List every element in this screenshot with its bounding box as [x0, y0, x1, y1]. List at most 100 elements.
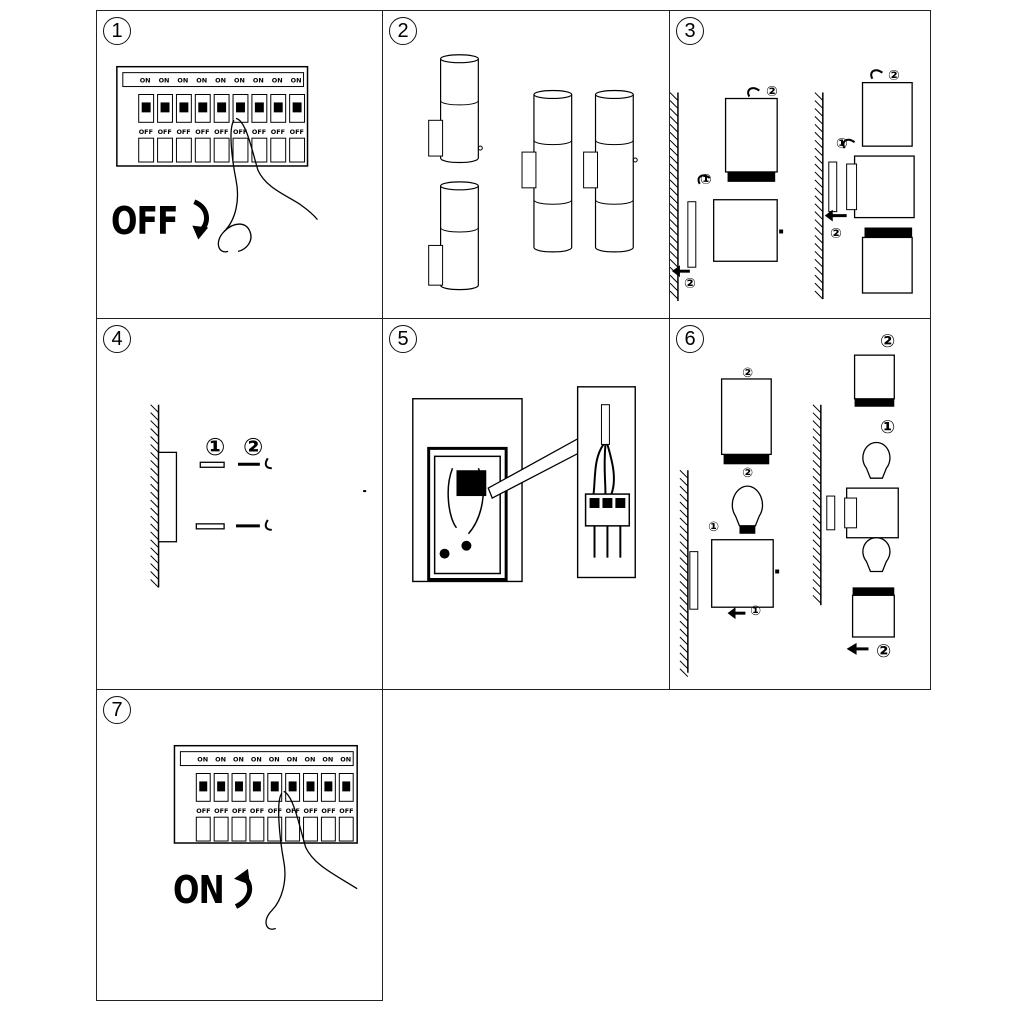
wall-hatch: [812, 483, 822, 493]
breaker-base: [320, 816, 336, 842]
breaker-toggle: [141, 102, 151, 113]
wall-hatch: [679, 517, 689, 527]
breaker-on-label: ON: [305, 756, 316, 764]
wall-hatch: [150, 491, 159, 501]
breaker-on-label: ON: [253, 77, 264, 85]
callout-two: ②: [830, 225, 842, 241]
wall-hatch: [812, 404, 822, 414]
breaker-on-label: ON: [234, 77, 245, 85]
breaker-on-label: ON: [196, 77, 207, 85]
wall-hatch: [150, 444, 159, 453]
breaker-off-label: OFF: [286, 807, 300, 815]
wall-hatch: [814, 92, 824, 101]
breaker-toggle: [270, 781, 279, 792]
callout-one: ①: [205, 434, 226, 461]
wall-hatch: [812, 491, 822, 501]
breaker-base: [249, 816, 265, 842]
wall-hatch: [670, 219, 679, 228]
breaker-on-label: ON: [287, 756, 298, 764]
hand-icon: [265, 790, 358, 930]
breaker-base: [285, 816, 301, 842]
wall-hatch: [814, 100, 824, 109]
wall-hatch: [150, 499, 159, 509]
wall-hatch: [670, 92, 679, 101]
wall-hatch: [814, 266, 824, 276]
arrow-down-icon: [192, 199, 209, 240]
breaker-on-label: ON: [140, 77, 151, 85]
breaker-on-label: ON: [233, 756, 244, 764]
wall-hatch: [670, 274, 679, 284]
wall-hatch: [679, 644, 689, 654]
breaker-on-label: ON: [322, 756, 333, 764]
hand-icon: [217, 117, 318, 253]
wall-hatch: [150, 507, 159, 517]
wall-hatch: [814, 187, 824, 197]
wall-hatch: [679, 477, 689, 487]
step-5-panel: 5: [382, 318, 670, 690]
breaker-off-label: OFF: [176, 128, 190, 136]
wall-hatch: [814, 243, 824, 252]
step-3-panel: 3 ② ① ② ② ① ②: [669, 10, 931, 319]
wall-hatch: [670, 147, 679, 157]
breaker-off-label: OFF: [195, 128, 209, 136]
wall-hatch: [679, 604, 689, 614]
breaker-base: [232, 137, 249, 163]
wall-hatch: [814, 227, 824, 236]
wall-hatch: [679, 549, 689, 558]
wall-hatch: [814, 195, 824, 205]
breaker-on-label: ON: [251, 756, 262, 764]
wall-hatch: [812, 531, 822, 541]
callout-two: ②: [742, 465, 754, 480]
breaker-toggle: [306, 781, 315, 792]
wall-hatch: [150, 459, 159, 469]
step-number: 2: [389, 17, 417, 45]
wall-hatch: [670, 100, 679, 109]
wall-hatch: [814, 171, 824, 181]
wall-hatch: [670, 139, 679, 149]
step-number: 1: [103, 17, 131, 45]
wall-hatch: [670, 282, 679, 292]
wall-hatch: [150, 539, 159, 549]
wall-hatch: [814, 131, 824, 141]
wall-hatch: [812, 563, 822, 572]
breaker-off-label: OFF: [321, 807, 335, 815]
wall-hatch: [679, 573, 689, 582]
breaker-on-label: ON: [159, 77, 170, 85]
wall-hatch: [150, 436, 159, 445]
breaker-toggle: [342, 781, 351, 792]
wall-hatch: [812, 547, 822, 556]
wall-hatch: [150, 428, 159, 437]
wall-hatch: [679, 596, 689, 606]
wall-hatch: [812, 452, 822, 461]
step-number: 3: [676, 17, 704, 45]
wall-hatch: [670, 108, 679, 117]
wall-hatch: [150, 452, 159, 461]
bulb-icon: [689, 354, 899, 655]
breaker-base: [213, 816, 229, 842]
breaker-on-label: ON: [272, 77, 283, 85]
callout-one: ①: [708, 519, 720, 534]
wall-hatch: [812, 475, 822, 485]
arrow-up-icon: [234, 868, 253, 909]
breaker-base: [194, 137, 211, 163]
breaker-off-label: OFF: [233, 128, 247, 136]
wall-hatch: [670, 131, 679, 141]
wall-hatch: [679, 525, 689, 535]
wall-icon: [679, 404, 822, 678]
wall-hatch: [812, 436, 822, 445]
wall-hatch: [814, 235, 824, 244]
wall-hatch: [812, 579, 822, 588]
wall-hatch: [812, 507, 822, 517]
wall-lamp-icon: [671, 69, 915, 294]
callout-two: ②: [742, 365, 754, 380]
wall-hatch: [150, 412, 159, 421]
breaker-off-label: OFF: [250, 807, 264, 815]
breaker-toggle: [292, 102, 302, 113]
wall-hatch: [679, 581, 689, 590]
breaker-toggle: [199, 781, 208, 792]
breaker-base: [267, 816, 283, 842]
